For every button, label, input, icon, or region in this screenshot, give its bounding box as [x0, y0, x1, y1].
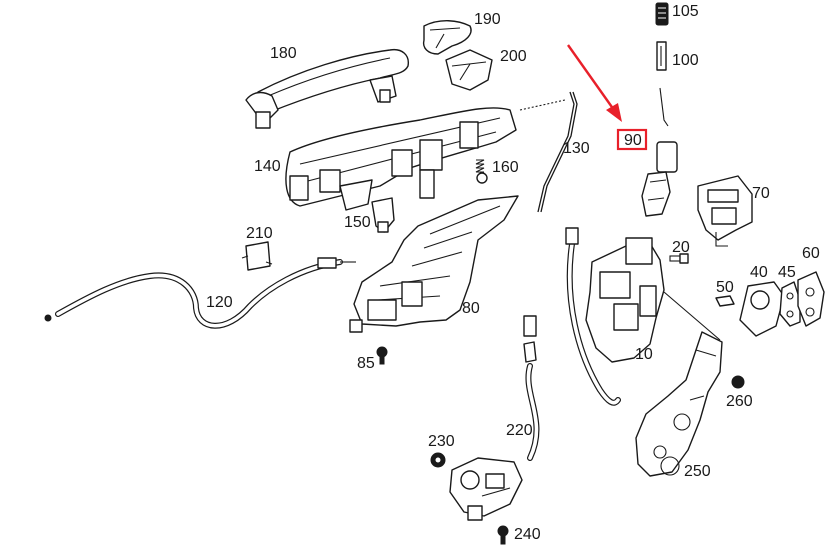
part-220-actuator — [449, 457, 523, 521]
callout-160: 160 — [492, 159, 519, 176]
callout-200: 200 — [500, 48, 527, 65]
callout-120: 120 — [206, 294, 233, 311]
callout-60: 60 — [802, 245, 820, 262]
part-120-cable — [44, 257, 356, 329]
part-85-screw — [376, 346, 388, 365]
callout-240: 240 — [514, 526, 541, 543]
part-40-striker — [739, 281, 785, 337]
callout-85: 85 — [357, 355, 375, 372]
part-45-plate — [779, 281, 801, 327]
highlight-box — [616, 128, 648, 151]
callout-180: 180 — [270, 45, 297, 62]
highlight-arrow — [567, 44, 622, 122]
callout-20: 20 — [672, 239, 690, 256]
part-20-screw — [669, 253, 689, 264]
part-220-cable — [523, 315, 540, 461]
callout-105: 105 — [672, 3, 699, 20]
part-100-pin — [656, 41, 667, 71]
callout-10: 10 — [635, 346, 653, 363]
part-lock-cable — [565, 227, 621, 406]
callout-90: 90 — [624, 132, 642, 149]
part-10-door-lock — [585, 237, 721, 363]
part-250-carrier-plate — [635, 331, 723, 477]
part-230-nut — [430, 452, 446, 468]
part-70-lock-module — [697, 175, 753, 247]
callout-70: 70 — [752, 185, 770, 202]
callout-220: 220 — [506, 422, 533, 439]
callout-140: 140 — [254, 158, 281, 175]
callout-40: 40 — [750, 264, 768, 281]
callout-150: 150 — [344, 214, 371, 231]
callout-230: 230 — [428, 433, 455, 450]
callout-50: 50 — [716, 279, 734, 296]
part-130-rod — [537, 91, 578, 213]
part-105-pin — [655, 2, 669, 26]
part-150-actuator — [371, 197, 395, 233]
callout-260: 260 — [726, 393, 753, 410]
part-200-cylinder-housing — [445, 49, 493, 91]
part-240-screw — [497, 525, 509, 545]
part-160-spring — [475, 159, 488, 184]
callout-130: 130 — [563, 140, 590, 157]
part-50-screw — [715, 295, 735, 307]
part-90-lock-cylinder — [641, 87, 678, 217]
callout-210: 210 — [246, 225, 273, 242]
callout-100: 100 — [672, 52, 699, 69]
part-210-clip — [241, 241, 273, 271]
callout-190: 190 — [474, 11, 501, 28]
part-190-handle-cap — [422, 20, 472, 55]
part-80-bracket — [349, 195, 519, 333]
part-260-screw — [731, 375, 745, 389]
callout-250: 250 — [684, 463, 711, 480]
part-60-plate — [797, 271, 825, 327]
callout-80: 80 — [462, 300, 480, 317]
part-180-door-handle — [245, 48, 409, 129]
callout-45: 45 — [778, 264, 796, 281]
part-140-handle-carrier — [285, 99, 566, 211]
